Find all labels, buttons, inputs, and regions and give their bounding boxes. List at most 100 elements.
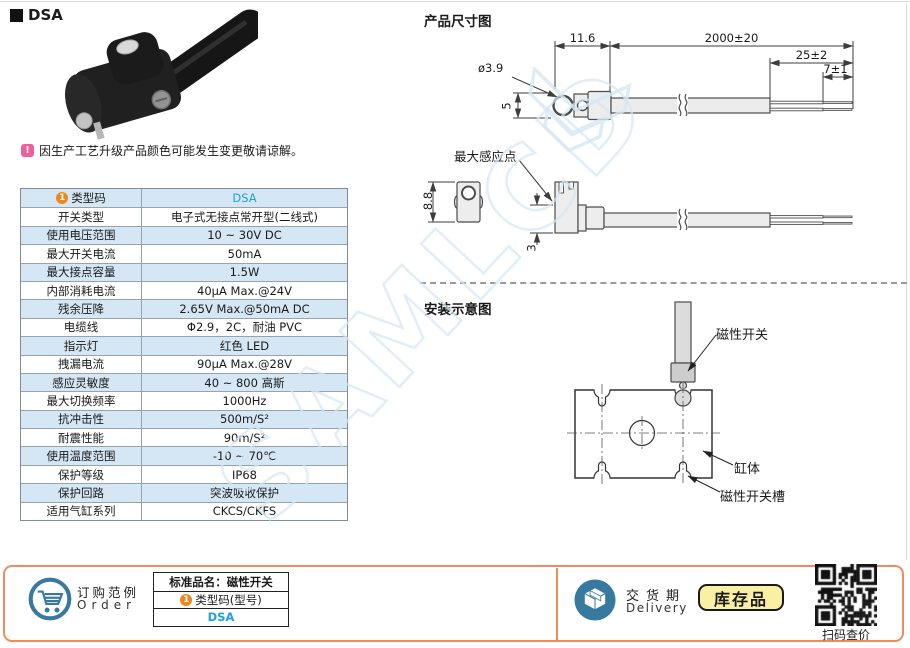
spec-table-row: 保护等级 IP68 (21, 464, 347, 484)
order-code-label: 类型码(型号) (195, 592, 262, 607)
spec-value: 500m/S² (220, 412, 269, 427)
spec-value: 1.5W (229, 265, 260, 280)
spec-value: 红色 LED (219, 338, 270, 353)
spec-label: 感应灵敏度 (52, 375, 110, 390)
label-cylinder-body: 缸体 (734, 462, 761, 477)
spec-value: 40 ~ 800 高斯 (204, 375, 285, 390)
product-code-title: DSA (28, 6, 63, 24)
spec-table-row: 内部消耗电流 40μA Max.@24V (21, 280, 347, 300)
dimension-section-title: 产品尺寸图 (424, 14, 492, 30)
title-square-bullet (10, 8, 23, 22)
spec-label-cell: 拽漏电流 (21, 355, 142, 373)
label-magnetic-switch: 磁性开关 (716, 328, 769, 343)
stock-badge: 库存品 (698, 584, 784, 611)
dim-sensing-offset: 3 (524, 244, 539, 252)
spec-label: 拽漏电流 (58, 357, 104, 372)
spec-value: 90m/S² (223, 430, 266, 445)
spec-value: 40μA Max.@24V (197, 283, 292, 298)
spec-label-cell: 电缆线 (21, 318, 142, 337)
delivery-box-icon (574, 579, 616, 621)
spec-value: 突波吸收保护 (210, 485, 279, 500)
spec-table-row: 残余压降 2.65V Max.@50mA DC (21, 299, 347, 318)
section-divider-dashed (420, 282, 907, 284)
spec-table-row: 使用温度范围 -10 ~ 70℃ (21, 446, 347, 465)
spec-label-cell: 残余压降 (21, 300, 142, 318)
order-code-value: DSA (154, 608, 288, 626)
delivery-label-cn: 交货期 (626, 589, 687, 604)
spec-label: 指示灯 (63, 338, 99, 353)
install-drawing (567, 301, 734, 493)
spec-label: 类型码 (71, 191, 106, 206)
spec-table: 1 类型码 DSA 开关类型 电子式无接点常开型(二线式) 使用电压范围 10 … (20, 188, 348, 522)
spec-value: 10 ~ 30V DC (207, 228, 282, 243)
spec-value: -10 ~ 70℃ (212, 449, 277, 464)
qr-caption: 扫码查价 (821, 628, 870, 642)
dim-body-height: 8.8 (421, 191, 436, 211)
spec-label-cell: 使用温度范围 (21, 447, 142, 465)
dim-head-height: 5 (499, 102, 514, 110)
delivery-label-en: Delivery (626, 601, 688, 615)
order-bar-divider (556, 568, 558, 642)
spec-label: 保护回路 (58, 485, 104, 500)
order-table-header: 标准品名：磁性开关 (169, 574, 273, 589)
circled-number-badge: 1 (180, 593, 193, 606)
spec-label: 使用电压范围 (46, 228, 116, 243)
spec-label-cell: 耐震性能 (21, 429, 142, 447)
circled-number-badge: 1 (56, 192, 69, 205)
product-photo (64, 9, 258, 140)
spec-value: Φ2.9，2C，耐油 PVC (186, 320, 303, 335)
order-example-table: 标准品名：磁性开关 1 类型码(型号) DSA (153, 572, 289, 627)
order-label-en: Order (77, 598, 137, 612)
dim-cable-length: 2000±20 (704, 31, 759, 45)
spec-label-cell: 最大接点容量 (21, 263, 142, 281)
spec-label-cell: 内部消耗电流 (21, 281, 142, 300)
spec-value: 1000Hz (222, 393, 267, 408)
spec-label: 保护等级 (58, 467, 104, 482)
spec-label-cell: 开关类型 (21, 208, 142, 226)
dim-hole-diameter: ø3.9 (478, 61, 504, 75)
install-section-title: 安装示意图 (424, 302, 492, 318)
spec-label: 耐震性能 (58, 430, 104, 445)
spec-table-row: 使用电压范围 10 ~ 30V DC (21, 225, 347, 245)
spec-label: 最大切换频率 (46, 393, 116, 408)
spec-table-row: 耐震性能 90m/S² (21, 428, 347, 447)
spec-table-row: 最大切换频率 1000Hz (21, 391, 347, 410)
spec-label: 最大接点容量 (46, 265, 116, 280)
dim-lead-length: 25±2 (795, 48, 828, 62)
spec-label: 最大开关电流 (46, 246, 116, 261)
spec-label: 残余压降 (58, 302, 104, 317)
indicator-led (116, 39, 139, 55)
label-switch-groove: 磁性开关槽 (720, 490, 786, 505)
spec-table-row: 指示灯 红色 LED (21, 336, 347, 355)
spec-table-row: 最大接点容量 1.5W (21, 262, 347, 281)
spec-table-row: 电缆线 Φ2.9，2C，耐油 PVC (21, 317, 347, 337)
spec-table-row: 1 类型码 DSA (21, 189, 347, 208)
dim-head-length: 11.6 (569, 31, 596, 45)
spec-label-cell: 1 类型码 (21, 189, 142, 208)
spec-value: 2.65V Max.@50mA DC (179, 302, 310, 317)
qr-code (815, 564, 877, 626)
spec-table-row: 抗冲击性 500m/S² (21, 409, 347, 429)
spec-label: 开关类型 (58, 210, 104, 225)
note-text: 因生产工艺升级产品颜色可能发生变更敬请谅解。 (39, 144, 304, 158)
install-diagram: 磁性开关 缸体 磁性开关槽 (420, 295, 910, 560)
spec-label-cell: 保护等级 (21, 465, 142, 484)
order-table-code-row: 1 类型码(型号) (154, 590, 288, 609)
spec-table-row: 开关类型 电子式无接点常开型(二线式) (21, 207, 347, 226)
spec-value: CKCS/CKFS (212, 504, 277, 519)
max-sensing-point-label: 最大感应点 (454, 149, 517, 164)
dimension-diagram: 11.6 2000±20 25±2 7±1 ø3.9 5 最大感应点 8.8 3 (420, 25, 910, 283)
spec-table-row: 拽漏电流 90μA Max.@28V (21, 354, 347, 373)
spec-value: 90μA Max.@28V (197, 357, 292, 372)
spec-label: 使用温度范围 (46, 449, 116, 464)
spec-value: 电子式无接点常开型(二线式) (171, 210, 318, 225)
spec-label: 抗冲击性 (58, 412, 104, 427)
dim-strip-length: 7±1 (823, 62, 848, 76)
page-edge-rule (906, 3, 907, 560)
spec-table-row: 保护回路 突波吸收保护 (21, 483, 347, 502)
spec-label-cell: 最大切换频率 (21, 392, 142, 410)
spec-label-cell: 使用电压范围 (21, 226, 142, 245)
spec-label-cell: 感应灵敏度 (21, 373, 142, 392)
order-label-cn: 订购范例 (77, 585, 140, 600)
spec-label-cell: 抗冲击性 (21, 410, 142, 429)
